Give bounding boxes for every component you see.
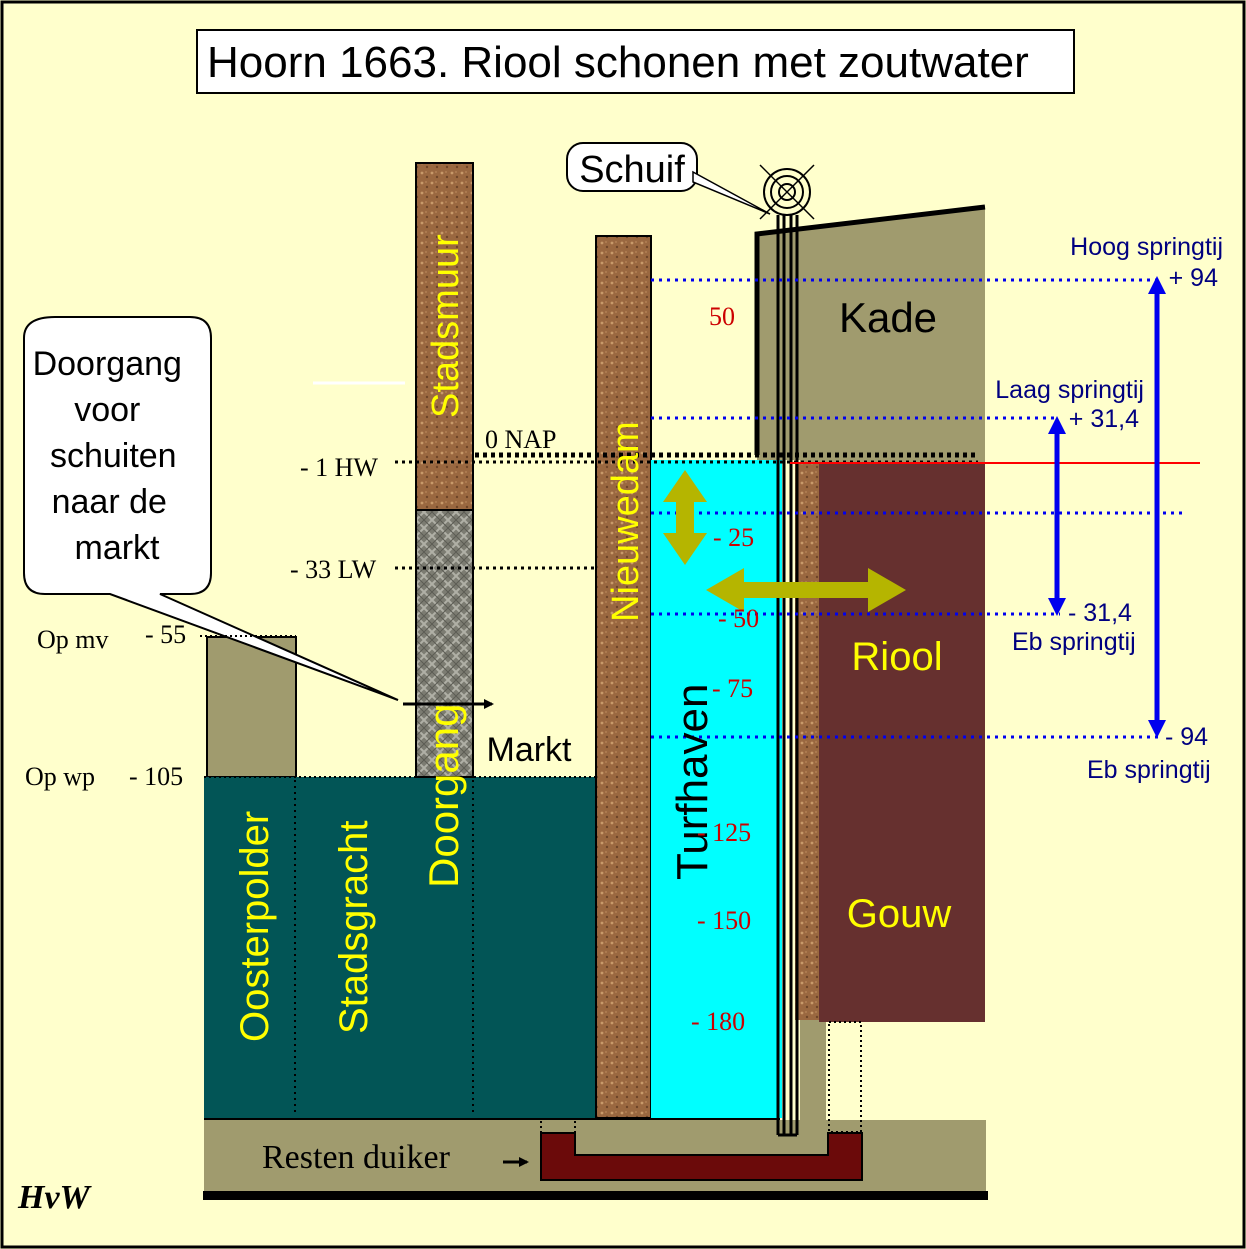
eb-springtij-value-1: - 31,4 [1068,599,1132,627]
dark-water [204,777,596,1118]
stadsmuur-wall [415,162,474,511]
lw-label: - 33 LW [290,555,377,584]
ground-base-line [203,1191,988,1200]
depth-mark: - 125 [697,818,751,847]
sluice-wall [795,462,819,1020]
title: Hoorn 1663. Riool schonen met zoutwater [207,38,1029,87]
culvert-remains [540,1132,863,1181]
eb-springtij-label-1: Eb springtij [1012,628,1136,656]
turfhaven-label: Turfhaven [668,684,717,880]
depth-mark: - 25 [713,523,754,552]
hoog-springtij-value: + 94 [1169,264,1218,292]
doorgang-passage [415,509,474,778]
stadsmuur-label: Stadsmuur [425,234,467,418]
riool-channel [819,462,985,1022]
schuif-label-box [566,142,698,192]
callout-line: Doorgang [33,345,182,383]
nieuwedam-wall [595,235,652,1119]
callout-line: markt [75,529,161,567]
hw-label: - 1 HW [300,453,378,482]
schuif-label: Schuif [579,149,685,191]
flow-arrow-horizontal [706,568,906,612]
markt-label: Markt [487,731,573,769]
depth-mark: 50 [709,302,735,331]
handwheel-icon [759,164,815,220]
tide-range-arrow-small [1048,416,1066,616]
title-box [196,29,1075,94]
signature: HvW [17,1179,93,1216]
flow-arrow-vertical [663,470,707,565]
op-wp-label: Op wp [25,762,95,791]
callout-line: naar de [52,483,167,521]
depth-mark: - 150 [697,906,751,935]
nap-label: 0 NAP [485,425,557,454]
turfhaven-water [651,460,782,1118]
pit-outline [828,1021,862,1133]
resten-duiker-label: Resten duiker [262,1139,451,1176]
eb-springtij-value-2: - 94 [1165,723,1208,751]
stadsgracht-label: Stadsgracht [332,821,376,1034]
schuif-pointer [692,170,771,215]
op-wp-value: - 105 [129,762,183,791]
oosterpolder-label: Oosterpolder [233,811,277,1042]
op-mv-value: - 55 [145,620,186,649]
tide-range-arrow-large [1148,276,1166,738]
doorgang-label: Doorgang [420,704,467,888]
depth-mark: - 50 [718,604,759,633]
kade-label: Kade [839,294,937,341]
riool-label: Riool [851,635,942,679]
hoog-springtij-label: Hoog springtij [1070,233,1223,261]
op-mv-label: Op mv [37,625,109,654]
nieuwedam-label: Nieuwedam [605,421,647,622]
depth-mark: - 180 [691,1007,745,1036]
kade-outline [754,204,986,455]
laag-springtij-value: + 31,4 [1069,405,1139,433]
gouw-label: Gouw [847,892,952,936]
laag-springtij-label: Laag springtij [995,376,1144,404]
eb-springtij-label-2: Eb springtij [1087,756,1211,784]
callout-line: voor [74,391,140,429]
callout-line: schuiten [50,437,177,475]
callout-text: Doorgang voor schuiten naar de markt [33,345,192,567]
doorgang-callout [23,316,399,701]
depth-mark: - 75 [712,674,753,703]
